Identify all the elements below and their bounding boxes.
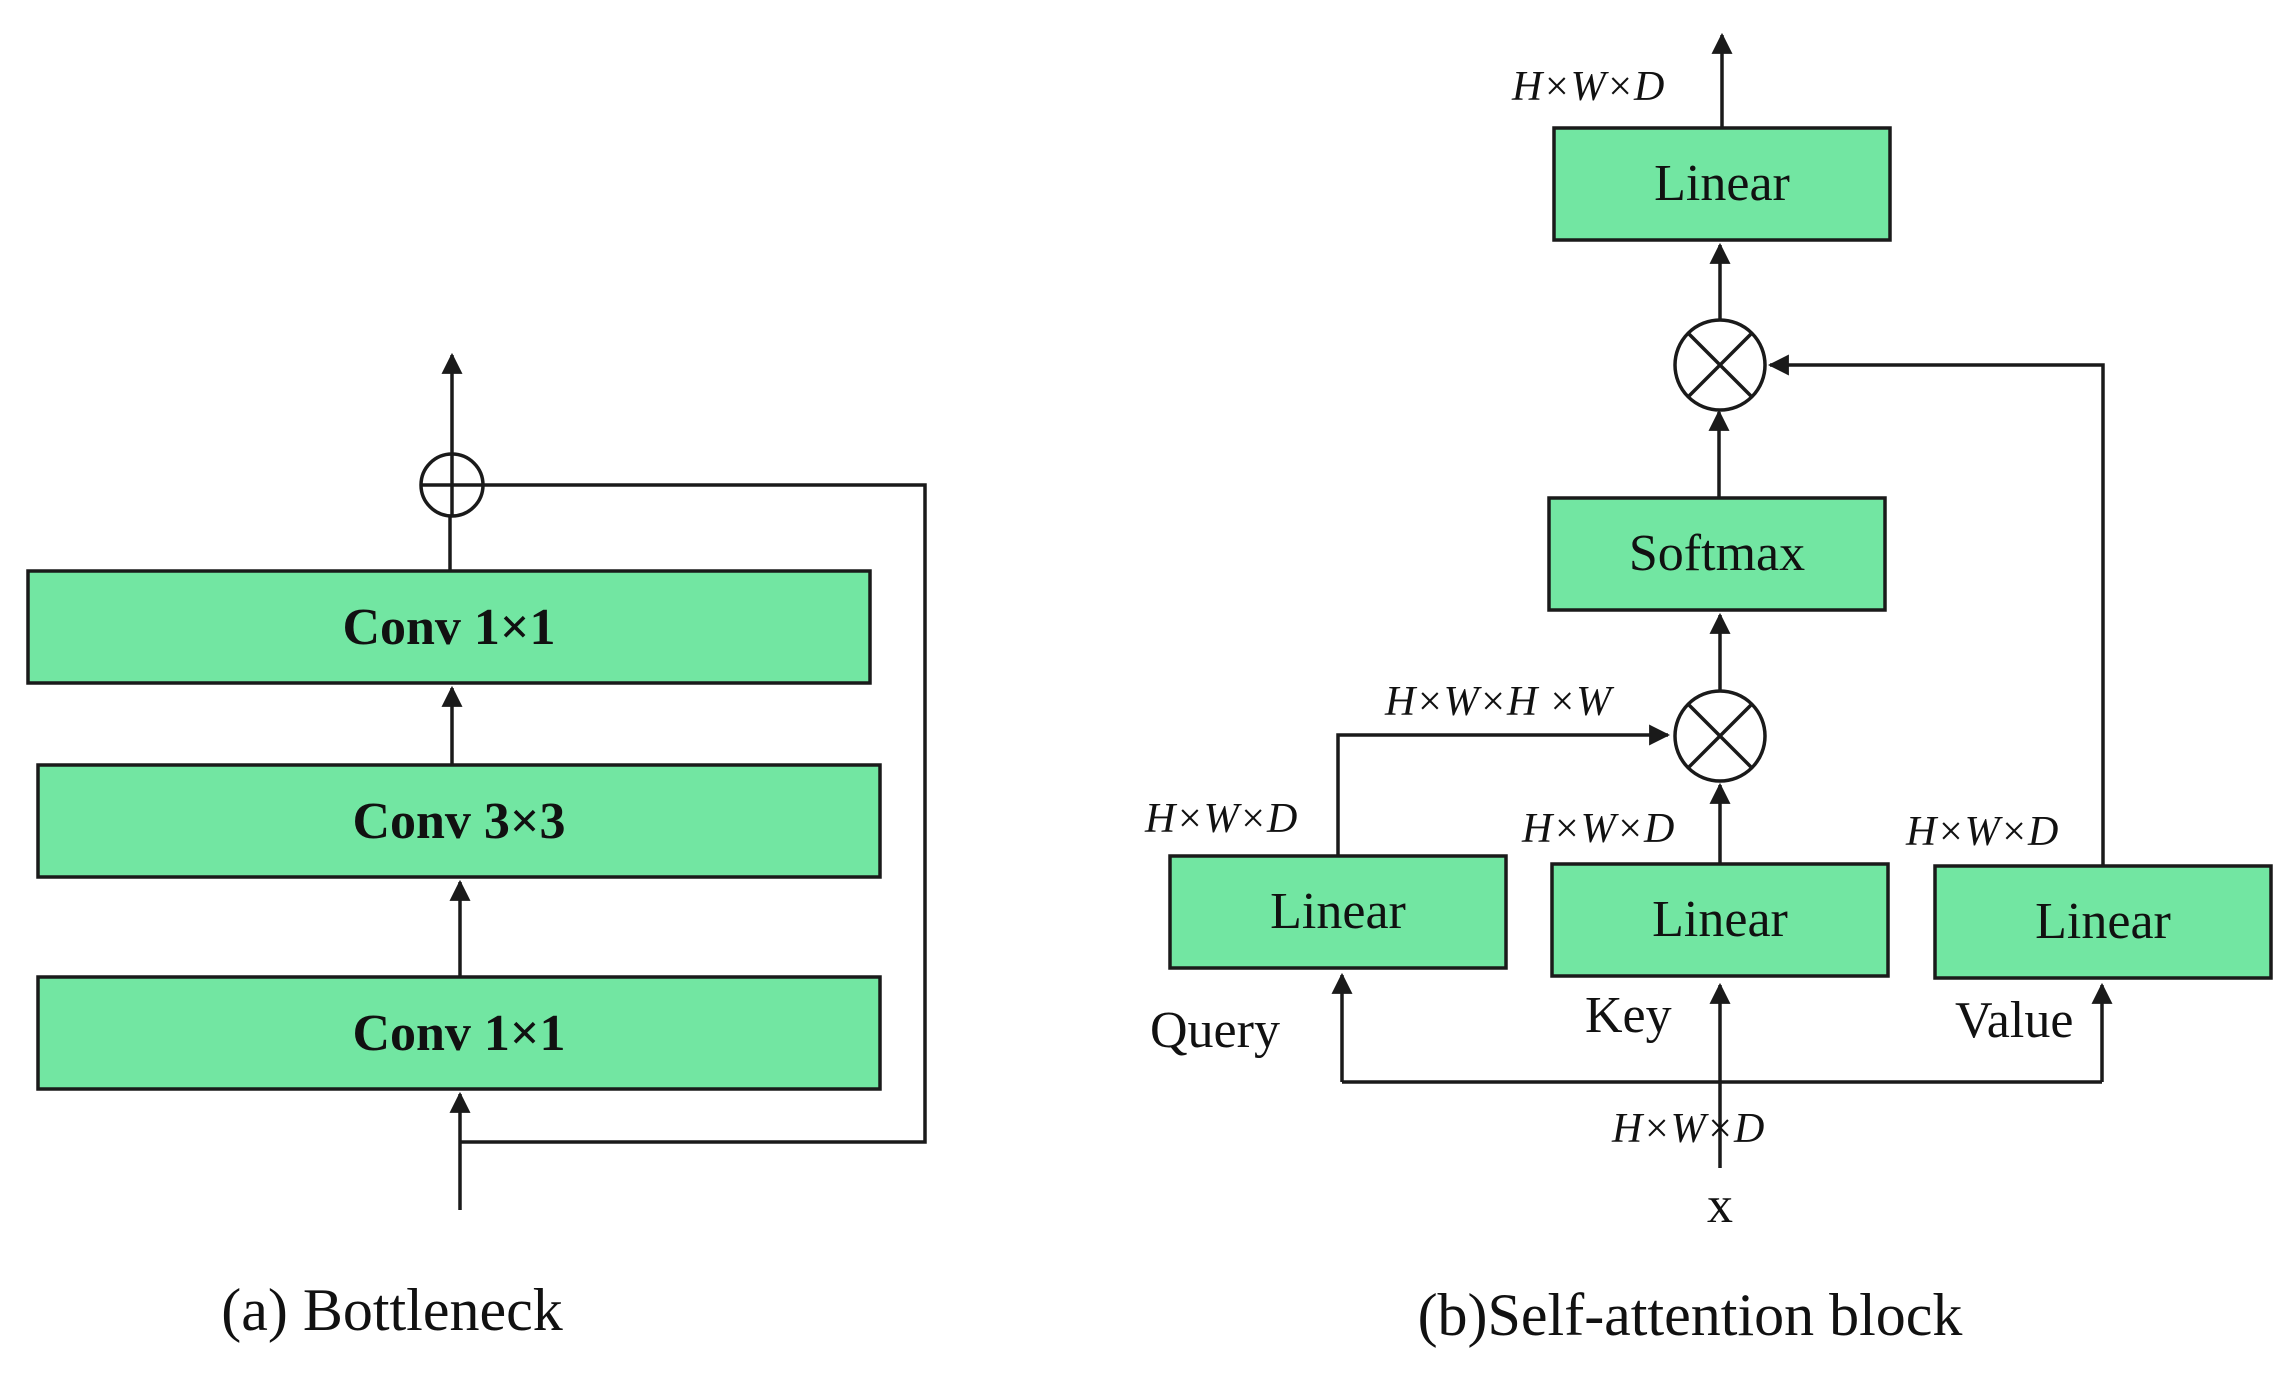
query-to-matmul-arrow [1336, 724, 1671, 856]
softmax-label: Softmax [1629, 525, 1805, 582]
matmul-v-icon [1673, 318, 1767, 412]
key-linear-block [1550, 862, 1890, 978]
attention-caption: (b)Self-attention block [1418, 1282, 1963, 1348]
bottleneck-diagram: Conv 1×1 Conv 3×3 Conv 1×1 (a) Bottlenec… [26, 352, 927, 1343]
dim-query: H×W×D [1144, 796, 1297, 842]
dim-input: H×W×D [1611, 1106, 1764, 1152]
value-linear-label: Linear [2035, 893, 2171, 950]
residual-skip-connection [460, 483, 927, 1144]
mid-conv-label: Conv 3×3 [352, 793, 565, 850]
key-linear-label: Linear [1652, 891, 1788, 948]
query-label: Query [1150, 1002, 1280, 1059]
matmul-qk-icon [1673, 689, 1767, 783]
dim-value: H×W×D [1905, 809, 2058, 855]
dim-output: H×W×D [1511, 64, 1664, 110]
mid-conv-block [36, 763, 882, 879]
value-linear-block [1933, 864, 2273, 980]
dim-key: H×W×D [1521, 806, 1674, 852]
value-label: Value [1955, 992, 2073, 1049]
query-linear-block [1168, 854, 1508, 970]
input-x-label: x [1707, 1177, 1733, 1234]
bottleneck-caption: (a) Bottleneck [221, 1277, 563, 1343]
bottom-conv-block [36, 975, 882, 1091]
self-attention-diagram: H×W×D x Linear Linear Linear Query Key V… [1144, 32, 2273, 1348]
query-linear-label: Linear [1270, 883, 1406, 940]
key-label: Key [1585, 987, 1672, 1044]
softmax-block [1547, 496, 1887, 612]
top-conv-label: Conv 1×1 [342, 599, 555, 656]
dim-attention-map: H×W×H ×W [1384, 679, 1615, 725]
bottom-conv-label: Conv 1×1 [352, 1005, 565, 1062]
output-linear-label: Linear [1654, 155, 1790, 212]
value-to-matmul-arrow [1767, 354, 2105, 866]
